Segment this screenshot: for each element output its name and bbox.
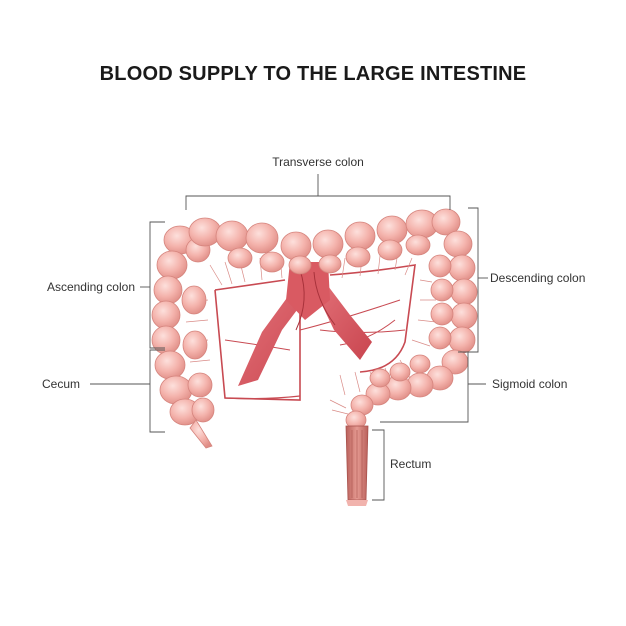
rectum-bracket — [372, 429, 385, 501]
label-transverse-colon: Transverse colon — [272, 155, 364, 169]
mesenteric-vessels — [214, 264, 416, 401]
colon — [151, 208, 478, 449]
label-descending-colon: Descending colon — [490, 271, 585, 285]
superior-mesenteric-artery — [238, 262, 372, 386]
sigmoid-bracket — [380, 351, 469, 423]
labels: Transverse colon Ascending colon Descend… — [42, 155, 585, 471]
label-ascending-colon: Ascending colon — [47, 280, 135, 294]
label-sigmoid-colon: Sigmoid colon — [492, 377, 567, 391]
rectum — [345, 425, 369, 506]
diagram-title: BLOOD SUPPLY TO THE LARGE INTESTINE — [99, 63, 527, 85]
label-cecum: Cecum — [42, 377, 80, 391]
label-rectum: Rectum — [390, 457, 431, 471]
cecum-bracket — [149, 349, 165, 433]
transverse-bracket — [185, 195, 451, 210]
ascending-bracket — [149, 221, 165, 349]
descending-bracket — [468, 207, 479, 353]
label-leaders — [90, 174, 488, 501]
